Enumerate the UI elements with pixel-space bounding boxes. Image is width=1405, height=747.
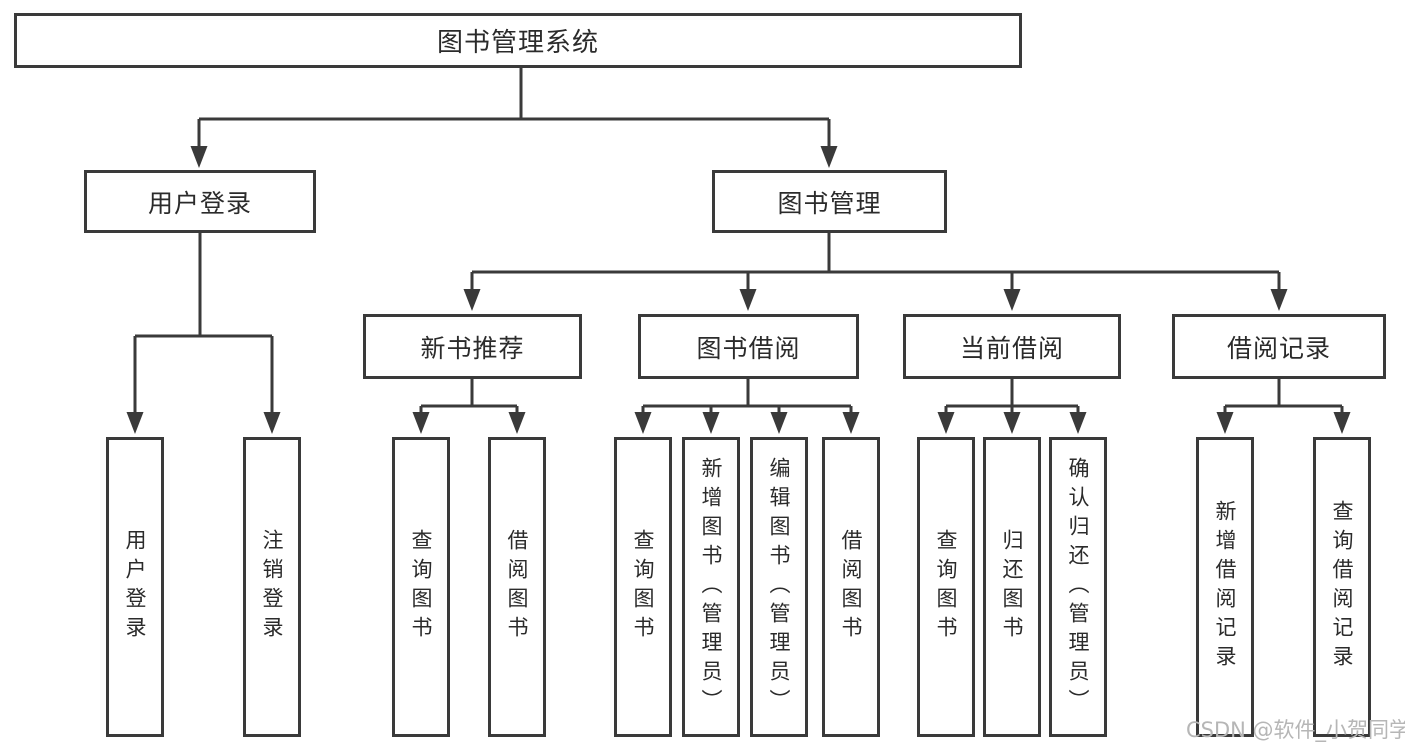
leaf-user-login: 用户登录 <box>106 437 164 737</box>
node-current-borrowing: 当前借阅 <box>903 314 1121 379</box>
edge-borrow-to-leaves <box>634 379 860 434</box>
edge-current-to-leaves <box>937 379 1087 434</box>
leaf-query-borrow-record: 查询借阅记录 <box>1313 437 1371 737</box>
node-user-login: 用户登录 <box>84 170 316 233</box>
leaf-query-books-borrowing: 查询图书 <box>614 437 672 737</box>
leaf-add-borrow-record: 新增借阅记录 <box>1196 437 1254 737</box>
edge-root-to-level2 <box>190 68 838 168</box>
edge-newbook-to-leaves <box>412 379 526 434</box>
edge-login-to-leaves <box>126 233 281 434</box>
node-book-borrowing: 图书借阅 <box>638 314 859 379</box>
leaf-confirm-return-admin: 确认归还（管理员） <box>1049 437 1107 737</box>
edge-records-to-leaves <box>1216 379 1351 434</box>
node-new-book-recommend: 新书推荐 <box>363 314 582 379</box>
leaf-return-book: 归还图书 <box>983 437 1041 737</box>
node-book-management: 图书管理 <box>712 170 947 233</box>
leaf-logout: 注销登录 <box>243 437 301 737</box>
leaf-edit-book-admin: 编辑图书（管理员） <box>750 437 808 737</box>
leaf-borrow-books-newbook: 借阅图书 <box>488 437 546 737</box>
leaf-query-books-newbook: 查询图书 <box>392 437 450 737</box>
node-borrow-records: 借阅记录 <box>1172 314 1386 379</box>
leaf-borrow-books-borrowing: 借阅图书 <box>822 437 880 737</box>
edge-mgmt-to-level3 <box>463 233 1288 311</box>
node-root: 图书管理系统 <box>14 13 1022 68</box>
leaf-add-book-admin: 新增图书（管理员） <box>682 437 740 737</box>
leaf-query-books-current: 查询图书 <box>917 437 975 737</box>
